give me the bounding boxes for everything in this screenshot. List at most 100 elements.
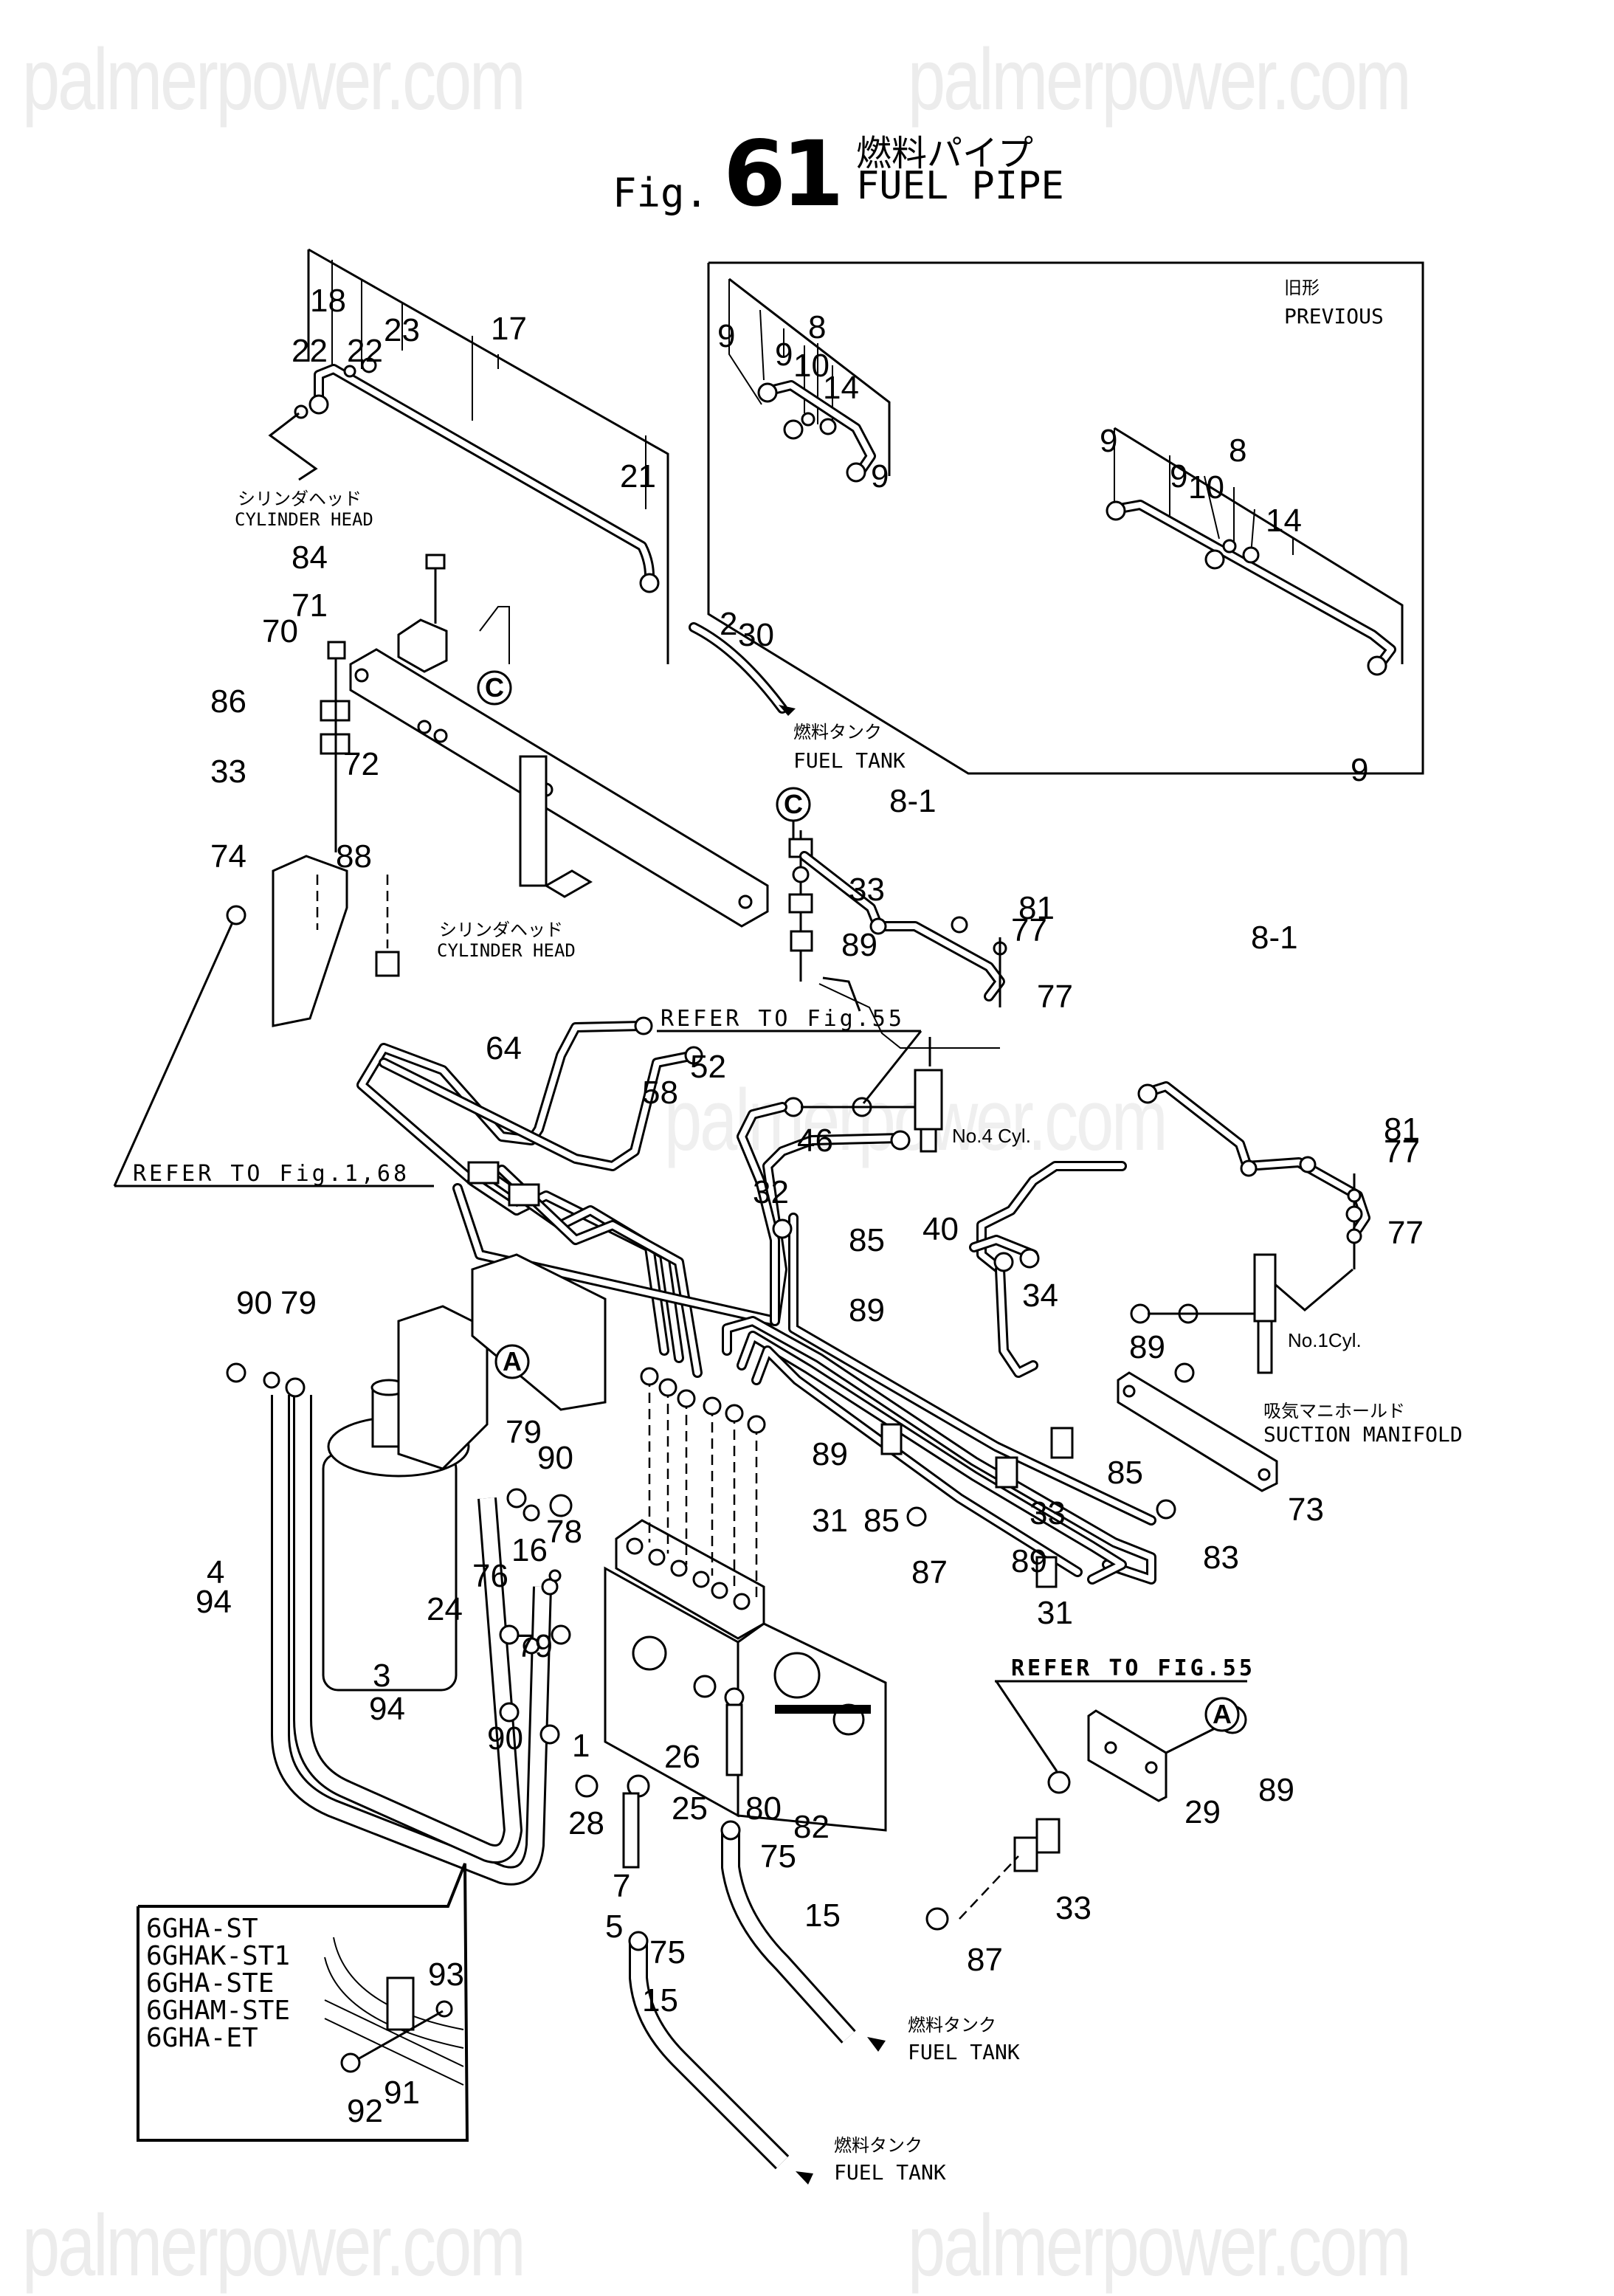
- callout: 92: [347, 2093, 383, 2129]
- callout: 79: [280, 1285, 317, 1321]
- callouts-pipes: 64 58 52 46 32 85 89 40 34 89: [486, 1030, 1165, 1365]
- fuel-tank-label: FUEL TANK: [793, 748, 906, 773]
- cylinder-head-label-jp: シリンダヘッド: [439, 920, 563, 940]
- injection-pipe-bundle: [356, 1016, 1156, 1588]
- callout: 28: [568, 1805, 604, 1841]
- callout: 77: [1387, 1215, 1424, 1251]
- callout: 89: [1258, 1772, 1294, 1808]
- callouts-pump: 26 25 80 82 1 28 7 5 75 15 75 15: [568, 1728, 841, 2019]
- callout: 76: [472, 1558, 508, 1594]
- callout: 15: [642, 1982, 678, 2019]
- reference-marker-a: A: [1213, 1699, 1232, 1729]
- callout: 85: [849, 1222, 885, 1258]
- callout: 18: [310, 283, 346, 319]
- cylinder-1-label: No.1Cyl.: [1288, 1329, 1362, 1351]
- suction-manifold-label: SUCTION MANIFOLD: [1263, 1422, 1463, 1447]
- callout: 1: [572, 1728, 590, 1764]
- callout: 89: [841, 927, 877, 963]
- callout: 64: [486, 1030, 522, 1066]
- watermark: palmerpower.com: [908, 31, 1412, 128]
- reference-marker-c: C: [485, 672, 504, 703]
- callout: 85: [1107, 1455, 1143, 1491]
- callout: 81: [1018, 890, 1055, 926]
- callout: 9: [775, 337, 793, 373]
- callout: 81: [1384, 1111, 1420, 1148]
- watermark: palmerpower.com: [22, 31, 526, 128]
- callout: 46: [797, 1123, 833, 1159]
- manifold-bracket: [906, 1362, 1278, 1527]
- callout: 7: [613, 1868, 630, 1904]
- suction-manifold-label-jp: 吸気マニホールド: [1263, 1401, 1405, 1421]
- callout: 52: [690, 1049, 726, 1085]
- callout: 58: [642, 1075, 678, 1111]
- callout: 8: [808, 309, 826, 345]
- callout: 30: [738, 617, 774, 653]
- callout: 79: [506, 1414, 542, 1450]
- figure-prefix: Fig.: [613, 170, 709, 216]
- fuel-return-hoses: [628, 1820, 886, 2185]
- callouts-bracket: 84 71 70 86 33 74 72 88: [210, 539, 379, 875]
- model-variant: 6GHAM-STE: [146, 1996, 290, 2026]
- callout: 8-1: [889, 783, 937, 819]
- fuel-filter: A: [226, 1253, 607, 1886]
- callout: 79: [517, 1628, 553, 1664]
- top-pipe-assembly: [268, 248, 796, 716]
- callout: 78: [546, 1514, 582, 1550]
- injector-no1-assembly: [1130, 1081, 1370, 1374]
- callout: 9: [1170, 458, 1187, 494]
- callout: 10: [793, 348, 830, 384]
- callout: 87: [967, 1942, 1003, 1978]
- callout: 83: [1203, 1540, 1239, 1576]
- callout: 16: [511, 1532, 548, 1568]
- callout: 2: [720, 606, 737, 642]
- cylinder-4-label: No.4 Cyl.: [952, 1125, 1031, 1147]
- callout: 9: [871, 458, 889, 494]
- watermark: palmerpower.com: [908, 2197, 1412, 2295]
- callout: 31: [1037, 1595, 1073, 1631]
- reference-marker-c: C: [784, 789, 803, 819]
- callout: 91: [384, 2075, 420, 2111]
- callout: 94: [196, 1584, 232, 1620]
- callout: 89: [1011, 1543, 1047, 1579]
- callouts-injector-right: 8-1 81 77 77: [1251, 920, 1424, 1251]
- callout: 25: [672, 1790, 708, 1827]
- callout: 70: [262, 613, 298, 649]
- cylinder-head-label: CYLINDER HEAD: [235, 509, 373, 530]
- callout: 23: [384, 312, 420, 348]
- callouts-clamp-c: 8-1 33 89 81 77 77: [841, 783, 1073, 1015]
- callout: 9: [1100, 423, 1117, 459]
- callout: 77: [1011, 912, 1047, 948]
- fuel-tank-label: FUEL TANK: [834, 2160, 946, 2185]
- previous-label-jp: 旧形: [1284, 277, 1320, 298]
- model-variant: 6GHA-ST: [146, 1914, 258, 1944]
- callout: 8-1: [1251, 920, 1298, 956]
- callout: 24: [427, 1591, 463, 1627]
- refer-fig55-note: REFER TO Fig.55: [661, 1006, 905, 1032]
- clamp-c-assembly: [788, 830, 1007, 1049]
- callout: 71: [292, 587, 328, 624]
- callout: 88: [336, 838, 372, 875]
- callout: 31: [812, 1503, 848, 1539]
- model-variant-inset: 6GHA-ST 6GHAK-ST1 6GHA-STE 6GHAM-STE 6GH…: [137, 1863, 469, 2142]
- callout: 89: [1129, 1329, 1165, 1365]
- model-variant: 6GHAK-ST1: [146, 1941, 290, 1971]
- callout: 86: [210, 683, 246, 720]
- callout: 77: [1384, 1134, 1420, 1170]
- callout: 75: [649, 1934, 686, 1971]
- fuel-tank-label-jp: 燃料タンク: [793, 722, 882, 742]
- previous-label: PREVIOUS: [1284, 304, 1384, 328]
- callout: 90: [537, 1440, 573, 1476]
- callout: 4: [207, 1554, 224, 1590]
- injector-no4: [783, 1069, 943, 1153]
- callout: 22: [292, 333, 328, 369]
- callout: 84: [292, 539, 328, 576]
- callout: 14: [823, 370, 859, 406]
- refer-fig1-68-note: REFER TO Fig.1,68: [133, 1161, 410, 1187]
- cylinder-head-label: CYLINDER HEAD: [437, 940, 576, 961]
- reference-marker-a: A: [503, 1346, 522, 1376]
- model-variant: 6GHA-ET: [146, 2023, 258, 2053]
- callout: 34: [1022, 1278, 1058, 1314]
- callout: 80: [745, 1790, 782, 1827]
- callout: 32: [753, 1174, 789, 1210]
